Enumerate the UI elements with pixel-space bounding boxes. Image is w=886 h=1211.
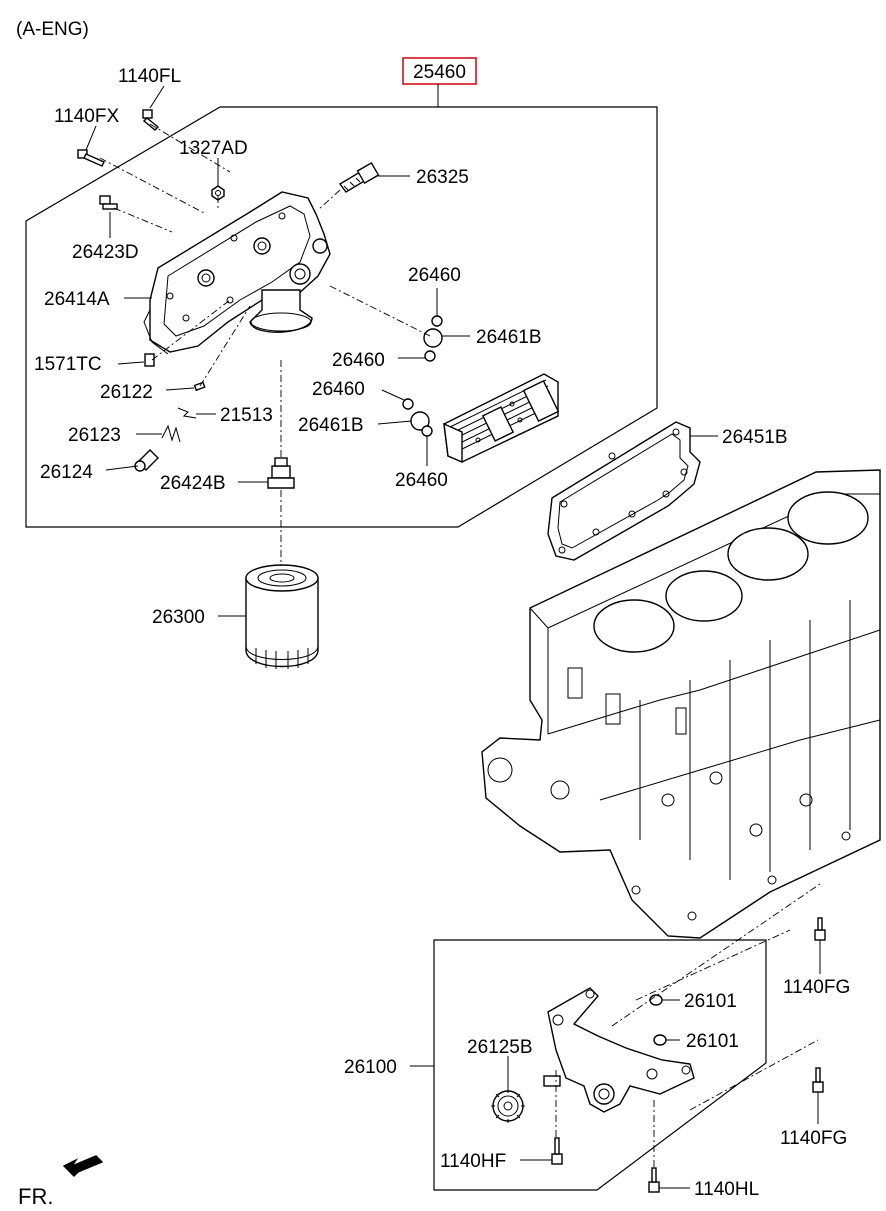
direction-label: FR. bbox=[18, 1184, 53, 1209]
part-label-26461b-a[interactable]: 26461B bbox=[476, 327, 542, 348]
stud-26423d bbox=[99, 195, 118, 210]
part-label-1140hf[interactable]: 1140HF bbox=[440, 1151, 506, 1172]
part-label-26414a[interactable]: 26414A bbox=[44, 289, 110, 310]
gear-26125b bbox=[491, 1089, 525, 1123]
spring-26123 bbox=[161, 424, 181, 443]
part-label-26451b[interactable]: 26451B bbox=[722, 427, 788, 448]
part-label-26460-a[interactable]: 26460 bbox=[408, 265, 461, 286]
o-ring-26461b-a bbox=[423, 328, 443, 348]
o-ring-26460-d bbox=[421, 425, 433, 437]
part-label-1571tc[interactable]: 1571TC bbox=[34, 354, 102, 375]
part-label-26424b[interactable]: 26424B bbox=[160, 473, 226, 494]
highlight-box bbox=[402, 57, 477, 85]
gasket-26451b bbox=[547, 421, 701, 561]
part-label-1140fl[interactable]: 1140FL bbox=[118, 66, 181, 87]
part-label-26100[interactable]: 26100 bbox=[344, 1057, 397, 1078]
part-label-26461b-b[interactable]: 26461B bbox=[298, 415, 364, 436]
bolt-1140fg-a bbox=[814, 917, 826, 941]
pin-26122 bbox=[193, 381, 206, 392]
clip-21513 bbox=[177, 407, 197, 419]
oil-filter-housing bbox=[143, 191, 331, 355]
part-label-26122[interactable]: 26122 bbox=[100, 382, 153, 403]
o-ring-26101-b bbox=[653, 1034, 667, 1046]
oil-pump-group-box bbox=[433, 939, 767, 1191]
part-label-26460-b[interactable]: 26460 bbox=[332, 350, 385, 371]
oil-filter-26300 bbox=[245, 564, 319, 669]
oil-pump-26100 bbox=[543, 987, 695, 1113]
plug-1571tc bbox=[144, 353, 155, 367]
o-ring-26460-a bbox=[431, 315, 443, 327]
oil-cooler-module-group-box bbox=[25, 106, 658, 528]
part-label-26101-a[interactable]: 26101 bbox=[684, 991, 737, 1012]
part-label-26460-d[interactable]: 26460 bbox=[395, 470, 448, 491]
part-label-26125b[interactable]: 26125B bbox=[467, 1037, 533, 1058]
part-label-26460-c[interactable]: 26460 bbox=[312, 379, 365, 400]
part-label-1140fg-b[interactable]: 1140FG bbox=[780, 1128, 847, 1149]
oil-cooler bbox=[443, 373, 560, 464]
part-label-26101-b[interactable]: 26101 bbox=[686, 1031, 739, 1052]
part-label-26123[interactable]: 26123 bbox=[68, 425, 121, 446]
bolt-1140hf bbox=[551, 1137, 563, 1165]
bolt-1140fg-b bbox=[812, 1067, 824, 1093]
highlighted-part-label[interactable]: 25460 bbox=[413, 62, 466, 83]
variant-label: (A-ENG) bbox=[16, 19, 89, 40]
part-label-1140fx[interactable]: 1140FX bbox=[54, 106, 119, 127]
engine-block bbox=[481, 469, 881, 939]
o-ring-26460-b bbox=[424, 350, 436, 362]
part-label-21513[interactable]: 21513 bbox=[220, 405, 273, 426]
bolt-1140fx bbox=[77, 149, 105, 167]
part-label-26325[interactable]: 26325 bbox=[416, 167, 469, 188]
part-label-1327ad[interactable]: 1327AD bbox=[179, 138, 248, 159]
part-label-26423d[interactable]: 26423D bbox=[72, 242, 139, 263]
part-label-1140fg-a[interactable]: 1140FG bbox=[783, 977, 850, 998]
front-arrow-icon bbox=[62, 1155, 104, 1177]
valve-26124 bbox=[134, 449, 159, 472]
bolt-1140hl bbox=[648, 1167, 660, 1193]
sensor-26325 bbox=[338, 161, 380, 193]
part-label-26124[interactable]: 26124 bbox=[40, 462, 93, 483]
o-ring-26460-c bbox=[402, 398, 414, 410]
o-ring-26101-a bbox=[649, 994, 663, 1006]
fitting-26424b bbox=[267, 457, 295, 489]
part-label-26300[interactable]: 26300 bbox=[152, 607, 205, 628]
part-label-1140hl[interactable]: 1140HL bbox=[694, 1179, 759, 1200]
